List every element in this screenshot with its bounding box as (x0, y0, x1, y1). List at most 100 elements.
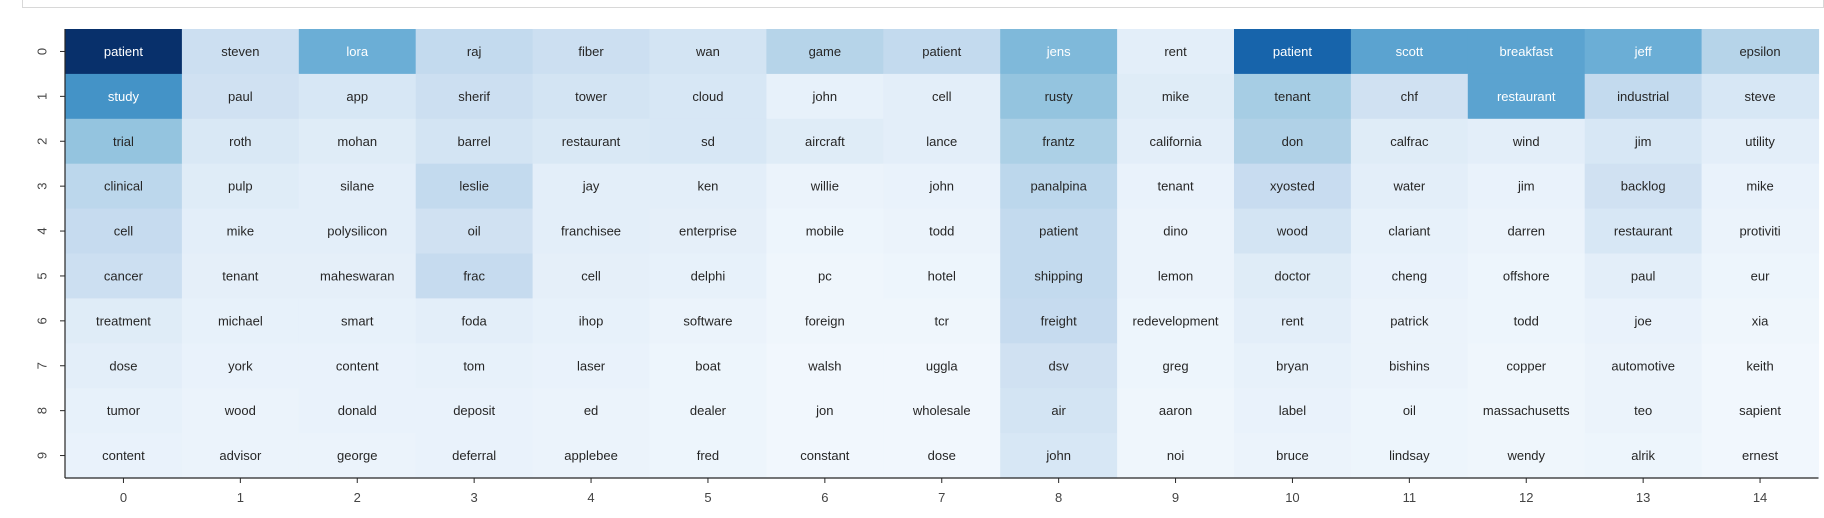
heatmap-cell-3-1 (181, 163, 300, 210)
heatmap-cell-1-11 (1350, 73, 1469, 120)
heatmap-cell-4-13 (1584, 208, 1703, 255)
cell-label-0-13: jeff (1634, 44, 1652, 59)
heatmap-cell-8-6 (766, 388, 884, 434)
heatmap-cell-8-9 (1117, 388, 1235, 434)
cell-label-7-10: bryan (1276, 358, 1309, 373)
cell-label-8-12: massachusetts (1483, 403, 1570, 418)
heatmap-cell-2-12 (1467, 118, 1586, 165)
cell-label-1-6: john (812, 89, 838, 104)
cell-label-1-4: tower (575, 89, 607, 104)
cell-label-5-5: delphi (691, 268, 726, 283)
heatmap-cell-2-5 (649, 118, 767, 165)
heatmap-cell-7-3 (415, 343, 534, 389)
cell-label-6-7: tcr (935, 313, 950, 328)
heatmap-cell-1-7 (883, 73, 1001, 120)
cell-label-4-11: clariant (1388, 224, 1430, 239)
cell-label-4-13: restaurant (1614, 224, 1673, 239)
cell-label-8-13: teo (1634, 403, 1652, 418)
heatmap-cell-4-6 (766, 208, 884, 255)
heatmap-cell-0-13 (1584, 29, 1703, 75)
x-tick-label-4: 4 (587, 490, 594, 505)
cell-label-5-7: hotel (928, 268, 956, 283)
cell-label-8-1: wood (224, 403, 256, 418)
heatmap-cell-5-2 (298, 253, 417, 299)
heatmap-cell-9-4 (532, 433, 651, 479)
heatmap-cell-0-0 (65, 29, 183, 75)
cell-label-7-6: walsh (807, 358, 841, 373)
heatmap-cell-1-14 (1701, 73, 1820, 120)
heatmap-cell-7-11 (1350, 343, 1469, 389)
cell-label-1-0: study (108, 89, 140, 104)
heatmap-cell-5-0 (65, 253, 183, 299)
heatmap-cell-7-7 (883, 343, 1001, 389)
cell-label-6-14: xia (1752, 313, 1769, 328)
heatmap-cell-9-7 (883, 433, 1001, 479)
heatmap-cell-8-7 (883, 388, 1001, 434)
cell-label-7-5: boat (695, 358, 721, 373)
cell-label-4-3: oil (468, 224, 481, 239)
cell-label-6-13: joe (1633, 313, 1651, 328)
heatmap-cell-6-6 (766, 298, 884, 344)
cell-label-1-9: mike (1162, 89, 1189, 104)
cell-label-0-4: fiber (578, 44, 604, 59)
heatmap-cell-7-1 (181, 343, 300, 389)
cell-label-1-12: restaurant (1497, 89, 1556, 104)
y-tick-label-2: 2 (35, 138, 50, 145)
x-tick-label-10: 10 (1285, 490, 1299, 505)
heatmap-cell-3-11 (1350, 163, 1469, 210)
heatmap-cell-0-1 (181, 29, 300, 75)
cell-label-0-3: raj (467, 44, 482, 59)
heatmap-cell-5-4 (532, 253, 651, 299)
heatmap-cell-6-9 (1117, 298, 1235, 344)
heatmap-cell-6-7 (883, 298, 1001, 344)
y-tick-label-4: 4 (35, 227, 50, 234)
cell-label-9-0: content (102, 448, 145, 463)
cell-label-5-1: tenant (222, 268, 259, 283)
heatmap-cell-8-12 (1467, 388, 1586, 434)
heatmap-cell-7-10 (1234, 343, 1352, 389)
cell-label-8-2: donald (338, 403, 377, 418)
heatmap-cell-2-2 (298, 118, 417, 165)
heatmap-cell-5-13 (1584, 253, 1703, 299)
cell-label-6-10: rent (1281, 313, 1304, 328)
cell-label-2-9: california (1150, 134, 1203, 149)
heatmap-cell-4-4 (532, 208, 651, 255)
cell-label-5-6: pc (818, 268, 832, 283)
cell-label-9-13: alrik (1631, 448, 1655, 463)
cell-label-8-8: air (1051, 403, 1066, 418)
heatmap-cell-5-3 (415, 253, 534, 299)
cell-label-2-2: mohan (337, 134, 377, 149)
cell-label-7-13: automotive (1611, 358, 1675, 373)
cell-label-3-7: john (928, 179, 954, 194)
cell-label-3-1: pulp (228, 179, 253, 194)
cell-label-1-10: tenant (1274, 89, 1311, 104)
cell-label-5-13: paul (1631, 268, 1656, 283)
heatmap-cell-1-3 (415, 73, 534, 120)
heatmap-cell-1-5 (649, 73, 767, 120)
cell-label-5-8: shipping (1034, 268, 1082, 283)
heatmap-cell-0-10 (1234, 29, 1352, 75)
cell-label-8-3: deposit (453, 403, 495, 418)
cell-label-8-11: oil (1403, 403, 1416, 418)
cell-label-0-8: jens (1046, 44, 1071, 59)
x-tick-label-8: 8 (1055, 490, 1062, 505)
x-tick-label-5: 5 (704, 490, 711, 505)
heatmap-cell-0-4 (532, 29, 651, 75)
cell-label-5-11: cheng (1392, 268, 1427, 283)
heatmap-cell-2-13 (1584, 118, 1703, 165)
cell-label-0-10: patient (1273, 44, 1312, 59)
cell-label-4-0: cell (114, 224, 134, 239)
heatmap-cell-6-13 (1584, 298, 1703, 344)
x-tick-label-7: 7 (938, 490, 945, 505)
cell-label-9-7: dose (928, 448, 956, 463)
cell-label-3-11: water (1392, 179, 1425, 194)
cell-label-3-9: tenant (1157, 179, 1194, 194)
cell-label-5-0: cancer (104, 268, 144, 283)
heatmap-cell-2-10 (1234, 118, 1352, 165)
cell-label-6-9: redevelopment (1133, 313, 1219, 328)
heatmap-cell-2-8 (1000, 118, 1118, 165)
x-tick-label-6: 6 (821, 490, 828, 505)
cell-label-2-12: wind (1512, 134, 1540, 149)
cell-label-2-1: roth (229, 134, 251, 149)
heatmap-cell-2-3 (415, 118, 534, 165)
